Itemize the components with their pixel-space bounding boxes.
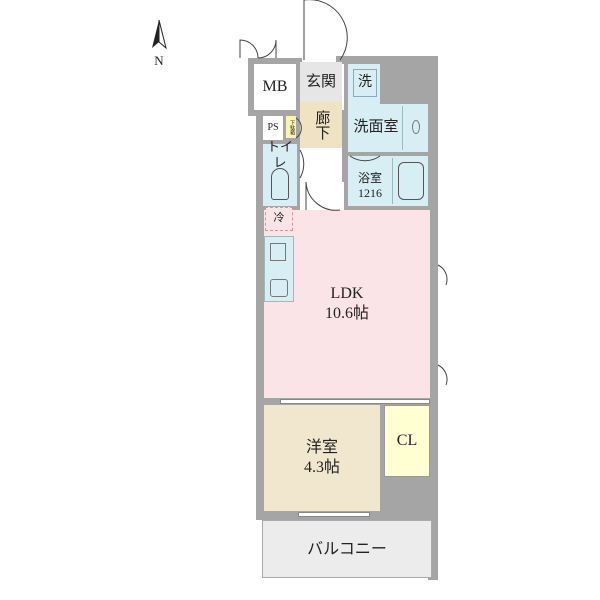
bathroom-size: 1216: [358, 186, 382, 200]
mb-door-icon: [239, 39, 277, 59]
shoe-box: 下駄箱: [286, 116, 296, 138]
window-ldk: [280, 399, 430, 404]
hallway-door-area: [300, 182, 344, 210]
washbasin: [402, 106, 428, 150]
room-bathroom: [348, 156, 428, 206]
window-western: [298, 512, 370, 517]
kitchen-counter: [264, 236, 294, 302]
fridge-space: 冷: [265, 207, 293, 231]
western-room-name: 洋室: [305, 439, 338, 456]
north-arrow-icon: [152, 19, 167, 50]
ldk-size: 10.6帖: [324, 305, 369, 322]
room-hallway: 廊下: [300, 102, 342, 148]
toilet-label: トイレ: [266, 140, 293, 171]
bathtub-icon: [392, 158, 428, 204]
sink-icon: [270, 279, 288, 297]
hallway-label: 廊下: [313, 110, 330, 140]
balcony-door-lower-icon: [437, 364, 448, 386]
western-room-size: 4.3帖: [303, 459, 340, 476]
shoe-box-label: 下駄箱: [289, 119, 295, 135]
entrance-door-icon: [303, 0, 348, 61]
stove-icon: [270, 243, 286, 261]
balcony-label: バルコニー: [307, 539, 387, 558]
washbasin-bowl-icon: [412, 120, 420, 134]
entrance-label: 玄関: [305, 73, 336, 90]
ldk-name: LDK: [330, 285, 364, 302]
washroom-label: 洗面室: [353, 119, 399, 135]
washer-label: 洗: [358, 75, 372, 91]
room-mb: MB: [254, 64, 296, 110]
bathroom-name: 浴室: [357, 171, 382, 185]
closet: CL: [384, 405, 430, 477]
compass: N: [146, 18, 172, 72]
bathroom-label: 浴室 1216: [350, 168, 390, 204]
room-ps: PS: [263, 116, 283, 140]
balcony-door-upper-icon: [437, 264, 448, 286]
north-label: N: [154, 53, 164, 69]
toilet-bowl-icon: [271, 168, 289, 200]
ps-label: PS: [267, 121, 279, 133]
closet-label: CL: [396, 432, 418, 449]
room-entrance: 玄関: [300, 62, 342, 102]
mb-label: MB: [262, 78, 288, 95]
fridge-label: 冷: [273, 212, 285, 225]
room-western: 洋室 4.3帖: [264, 405, 380, 511]
hallway-lower: [300, 148, 342, 182]
wall-right: [428, 56, 438, 580]
balcony: バルコニー: [262, 520, 432, 578]
washer-space: 洗: [353, 69, 377, 97]
wall-left: [256, 110, 264, 520]
